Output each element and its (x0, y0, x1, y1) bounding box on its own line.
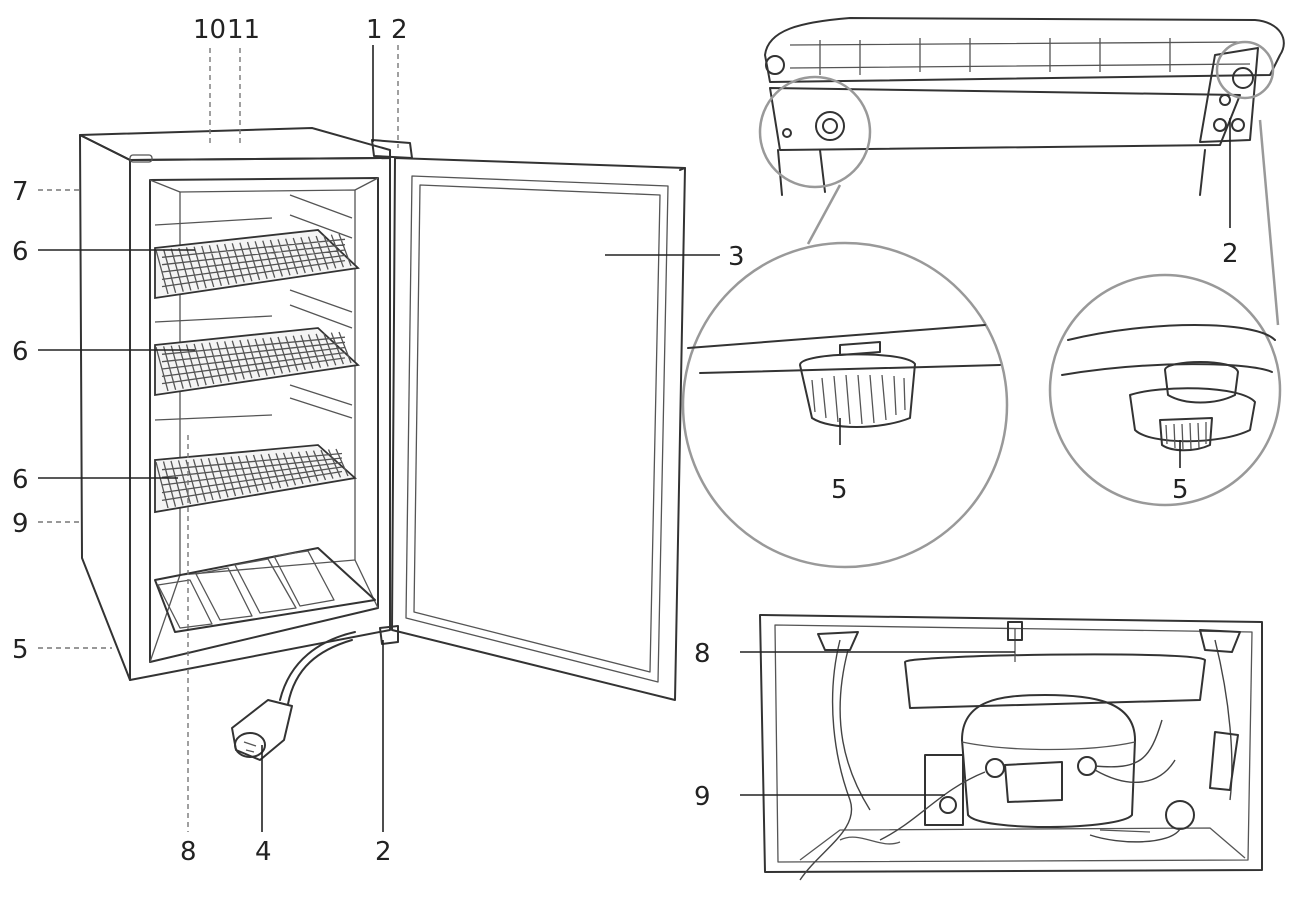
power-plug (231, 699, 293, 761)
label-2-top: 2 (391, 15, 408, 45)
top-hinge (371, 139, 413, 159)
label-8-bottom: 8 (180, 837, 197, 867)
fridge-front-frame (129, 157, 391, 681)
label-2-hinge: 2 (1222, 239, 1239, 269)
hinge-plate (1199, 47, 1259, 143)
power-cord (279, 631, 356, 701)
drain-tray (904, 653, 1206, 709)
label-5-detail-a: 5 (831, 475, 848, 505)
callout-labels: 10 11 1 2 7 6 6 6 9 5 3 8 4 2 2 5 5 8 9 (12, 15, 1239, 867)
drip-tray (154, 547, 376, 633)
leader-lines (38, 45, 1231, 832)
wire-shelf-bottom (154, 444, 357, 514)
label-10: 10 (193, 15, 226, 45)
compressor (961, 694, 1136, 828)
label-3: 3 (728, 242, 745, 272)
fridge-main-view (79, 127, 686, 761)
fridge-side-panel (79, 134, 131, 681)
label-9-rear: 9 (694, 782, 711, 812)
label-6-bottom: 6 (12, 465, 29, 495)
label-7: 7 (12, 177, 29, 207)
foot-detail-zoom-a (681, 184, 1009, 569)
label-4: 4 (255, 837, 272, 867)
hinge-foot-screw (815, 111, 845, 141)
label-6-middle: 6 (12, 337, 29, 367)
thermostat-knob-top (129, 154, 153, 163)
foot-detail-zoom-b (1048, 119, 1282, 507)
label-6-top: 6 (12, 237, 29, 267)
fridge-door (391, 157, 686, 701)
bottom-hinge (379, 625, 399, 645)
label-1: 1 (366, 15, 383, 45)
fridge-top (79, 127, 391, 161)
hinge-detail-view (758, 17, 1285, 196)
wire-shelf-top (154, 229, 360, 300)
label-5-detail-b: 5 (1172, 475, 1189, 505)
label-2-bottom: 2 (375, 837, 392, 867)
rear-compressor-view (759, 614, 1263, 881)
label-8-rear: 8 (694, 639, 711, 669)
label-11: 11 (227, 15, 260, 45)
label-9-left: 9 (12, 509, 29, 539)
label-5-left: 5 (12, 635, 29, 665)
wire-shelf-middle (154, 327, 360, 397)
